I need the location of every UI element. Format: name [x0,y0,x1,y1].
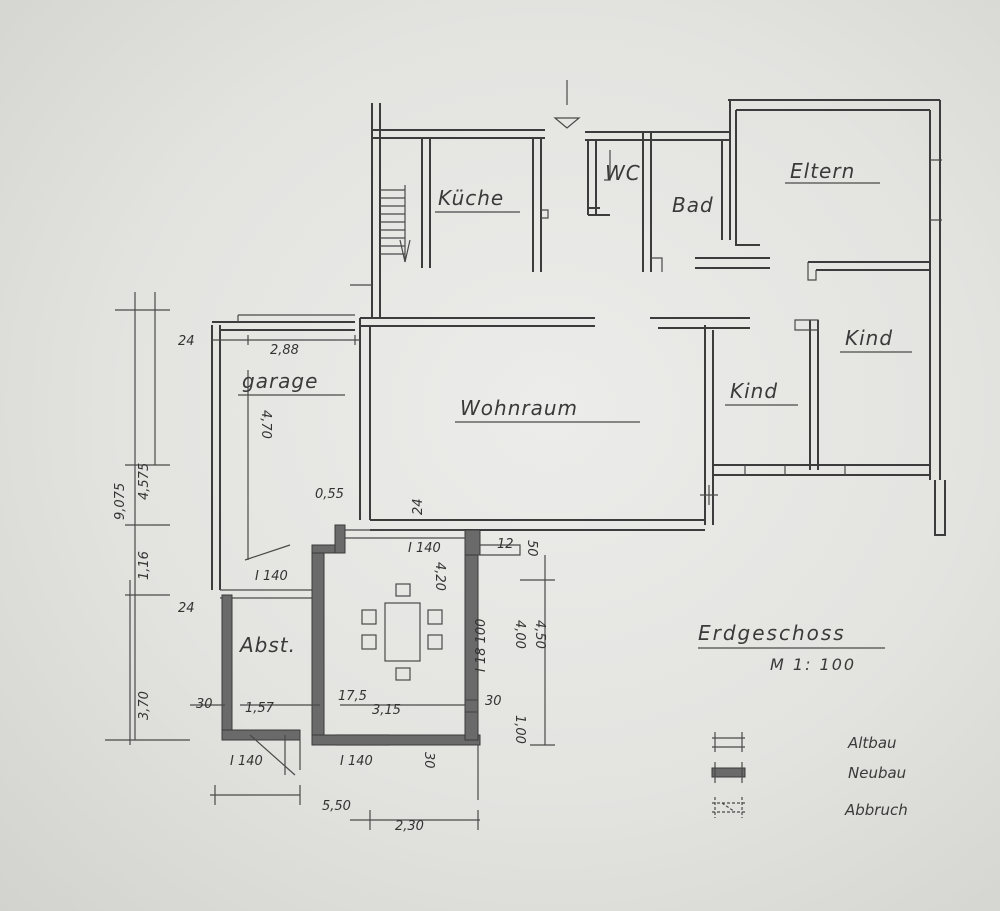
dim-i140-a: I 140 [408,541,441,556]
room-label-eltern: Eltern [790,159,855,183]
dining-table [361,583,443,681]
dim-i140-d: I 140 [340,754,373,769]
scale-label: M 1: 100 [770,655,856,674]
dim-1-00: 1,00 [512,715,527,744]
room-labels: Küche WC Bad Eltern Kind Kind Wohnraum g… [238,159,893,657]
dim-50: 50 [524,540,539,557]
dim-30-bottom: 30 [421,752,436,769]
room-label-kind-2: Kind [730,379,778,403]
room-label-wohnraum: Wohnraum [460,396,578,420]
dim-0-55: 0,55 [315,487,344,502]
dim-24-left: 24 [178,601,195,616]
dim-24-top: 24 [178,334,195,349]
legend: Altbau Neubau Abbruch [711,732,908,819]
dim-5-50: 5,50 [322,799,351,814]
room-label-kind-1: Kind [845,326,893,350]
legend-abbruch: Abbruch [844,801,908,819]
dim-30-right: 30 [485,694,502,709]
staircase [380,185,411,263]
dim-12: 12 [497,537,514,552]
legend-symbol-neubau [711,762,746,783]
dim-2-30: 2,30 [395,819,424,834]
dim-4-50: 4,50 [532,620,547,649]
dim-4-70: 4,70 [258,410,273,439]
label-underlines [238,182,912,423]
dim-24-mid: 24 [411,498,426,515]
dim-4-00: 4,00 [512,620,527,649]
room-label-kueche: Küche [438,186,504,210]
dim-9-075: 9,075 [113,483,128,520]
dim-4-20: 4,20 [432,562,447,591]
legend-symbol-altbau [712,732,745,752]
room-label-bad: Bad [672,193,714,217]
dim-i18-100: I 18 100 [474,619,489,672]
dim-i140-c: I 140 [230,754,263,769]
dim-1-16: 1,16 [137,551,152,580]
dim-17-5: 17,5 [338,689,367,704]
dimension-labels: 24 2,88 4,70 0,55 24 12 50 I 140 I 140 I… [113,334,547,834]
new-build-walls [221,524,521,746]
room-label-garage: garage [242,369,318,393]
dimension-lines [105,80,581,830]
room-label-wc: WC [605,161,641,185]
dim-3-15: 3,15 [372,703,401,718]
dim-i140-b: I 140 [255,569,288,584]
walls [211,99,946,599]
dim-4-575: 4,575 [137,463,152,500]
legend-neubau: Neubau [848,764,906,782]
room-label-abst: Abst. [238,633,296,657]
legend-symbol-abbruch [712,797,745,818]
dim-2-88: 2,88 [270,343,299,358]
dim-3-70: 3,70 [137,691,152,720]
legend-altbau: Altbau [847,734,897,752]
dim-30-left: 30 [196,697,213,712]
floor-title: Erdgeschoss [698,621,846,645]
plan-title: Erdgeschoss M 1: 100 [698,621,885,674]
dim-1-57: 1,57 [245,701,275,716]
